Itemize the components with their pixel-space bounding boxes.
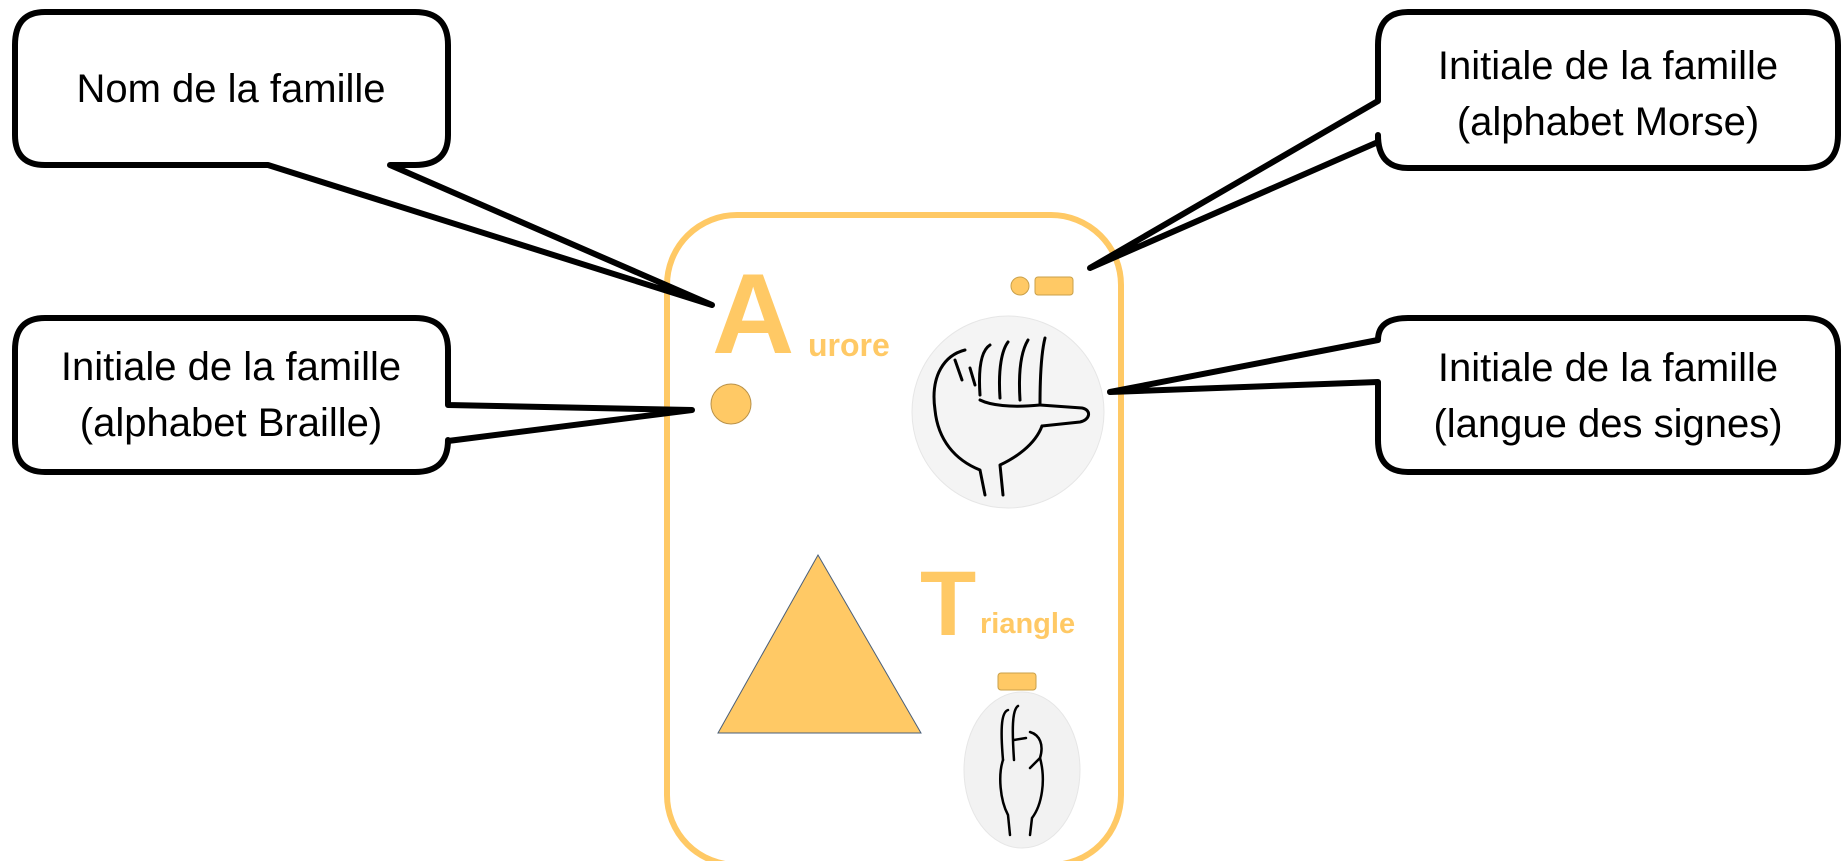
morse-dash-t-icon	[998, 673, 1036, 690]
triangle-icon	[718, 555, 921, 733]
callout-morse-line-2: (alphabet Morse)	[1382, 94, 1834, 150]
callout-braille-line-2: (alphabet Braille)	[20, 395, 442, 451]
callout-family-name-text: Nom de la famille	[30, 61, 432, 117]
hand-sign-letter-a-icon	[912, 316, 1104, 508]
callout-family-name-bubble	[15, 12, 712, 305]
callout-braille-text: Initiale de la famille (alphabet Braille…	[20, 339, 442, 451]
braille-dot-icon	[711, 384, 751, 424]
callout-morse-line-1: Initiale de la famille	[1382, 38, 1834, 94]
callout-family-name-line-1: Nom de la famille	[30, 61, 432, 117]
callout-morse-text: Initiale de la famille (alphabet Morse)	[1382, 38, 1834, 150]
shape-name-rest: riangle	[980, 610, 1075, 639]
family-name-rest: urore	[808, 329, 890, 361]
morse-dot-icon	[1011, 277, 1029, 295]
callout-sign-language-line-1: Initiale de la famille	[1382, 340, 1834, 396]
callout-braille-line-1: Initiale de la famille	[20, 339, 442, 395]
morse-dash-icon	[1035, 277, 1073, 295]
hand-sign-letter-t-icon	[964, 692, 1080, 848]
shape-initial-letter: T	[920, 558, 976, 650]
family-initial-letter: A	[712, 258, 794, 372]
callout-sign-language-text: Initiale de la famille (langue des signe…	[1382, 340, 1834, 452]
callout-sign-language-line-2: (langue des signes)	[1382, 396, 1834, 452]
